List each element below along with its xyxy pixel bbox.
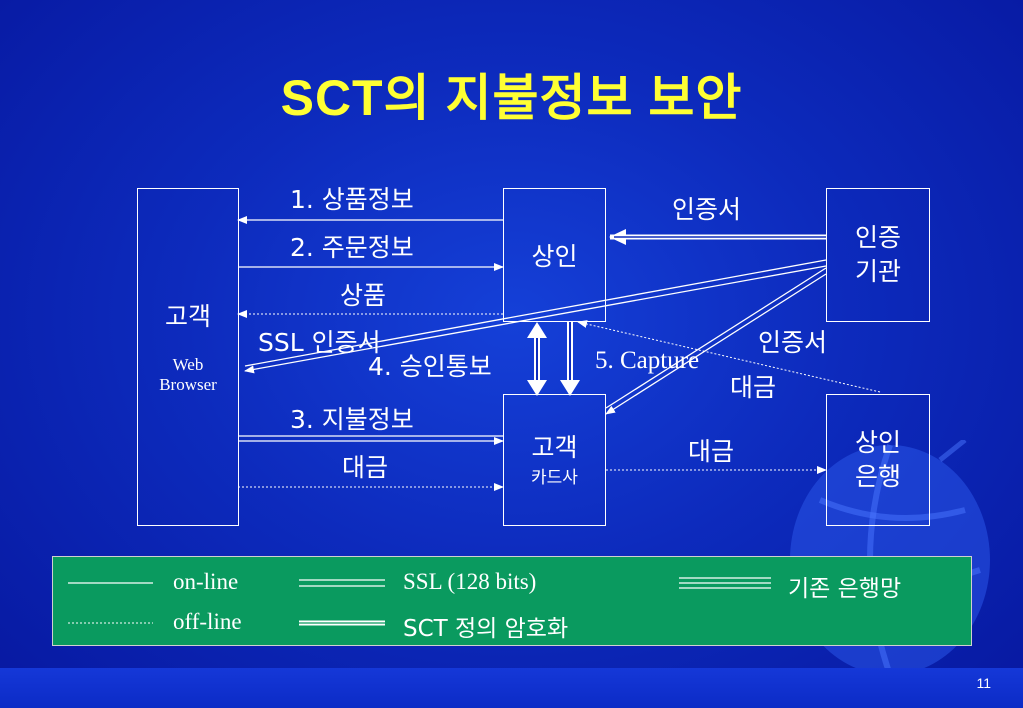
- label-product-info: 1. 상품정보: [290, 185, 414, 214]
- legend-swatches: [68, 577, 771, 626]
- node-merchant: 상인: [503, 188, 606, 322]
- label-payment-mid: 대금: [730, 373, 777, 402]
- node-merchant-bank-line1: 상인: [854, 428, 901, 457]
- page-number: 11: [976, 675, 991, 691]
- node-customer: 고객 Web Browser: [137, 188, 239, 526]
- node-merchant-bank: 상인 은행: [826, 394, 930, 526]
- node-card-company-sub: 카드사: [531, 467, 578, 488]
- legend-existing: 기존 은행망: [788, 576, 902, 602]
- node-card-company: 고객 카드사: [503, 394, 606, 526]
- label-payment-info: 3. 지불정보: [290, 405, 414, 434]
- label-approval: 4. 승인통보: [368, 352, 492, 381]
- node-ca-line1: 인증: [854, 223, 901, 252]
- node-ca-line2: 기관: [854, 257, 901, 286]
- slide-title: SCT의 지불정보 보안: [280, 70, 743, 126]
- label-capture: 5. Capture: [595, 347, 700, 374]
- legend-ssl: SSL (128 bits): [403, 569, 537, 594]
- node-card-company-label: 고객: [531, 432, 578, 462]
- edge-ssl-cert-b: [244, 265, 827, 374]
- node-merchant-bank-line2: 은행: [854, 462, 901, 491]
- label-order-info: 2. 주문정보: [290, 233, 414, 262]
- node-ca: 인증 기관: [826, 188, 930, 322]
- edge-cert-card-a: [605, 267, 827, 409]
- label-payment-right: 대금: [688, 437, 735, 466]
- label-goods: 상품: [340, 281, 387, 310]
- footer-bar: [0, 668, 1023, 708]
- node-merchant-label: 상인: [531, 242, 578, 271]
- edge-cert-card-b: [605, 273, 827, 415]
- legend-online: on-line: [173, 569, 239, 594]
- legend-sct: SCT 정의 암호화: [403, 616, 569, 642]
- edge-ssl-cert-a: [244, 259, 827, 367]
- label-cert-mid: 인증서: [758, 328, 828, 357]
- label-payment-left: 대금: [342, 453, 389, 482]
- legend-box: on-line off-line SSL (128 bits) SCT 정의 암…: [52, 556, 972, 646]
- node-customer-sub1: Web: [172, 355, 204, 374]
- node-customer-label: 고객: [164, 302, 211, 331]
- node-customer-sub2: Browser: [159, 375, 217, 394]
- legend-offline: off-line: [173, 609, 242, 634]
- label-ssl-cert: SSL 인증서: [258, 328, 381, 357]
- label-cert-top: 인증서: [672, 195, 742, 224]
